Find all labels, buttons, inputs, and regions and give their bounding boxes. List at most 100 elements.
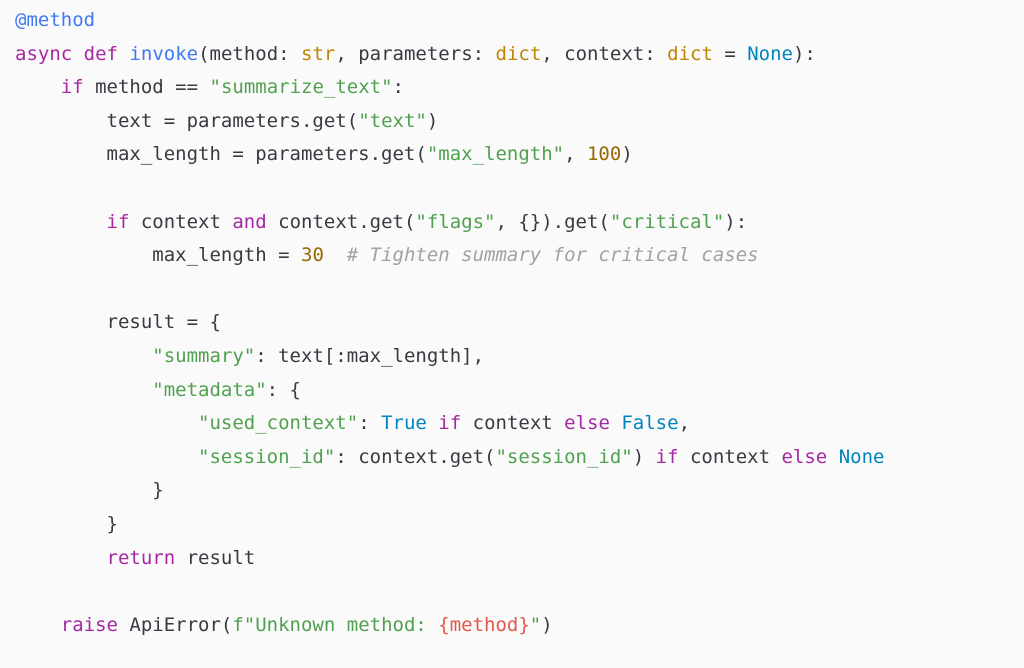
code-line: @method: [0, 4, 1024, 38]
code-text-token: context: [461, 412, 565, 435]
code-text-token: [827, 446, 838, 468]
code-line: text = parameters.get("text"): [0, 105, 1024, 139]
indent: [15, 379, 152, 401]
code-text-token: [610, 412, 621, 434]
code-text-token: ):: [724, 210, 748, 233]
code-text-token: ): [541, 613, 553, 636]
keyword-token: if: [438, 412, 462, 435]
code-line: async def invoke(method: str, parameters…: [0, 38, 1024, 72]
type-token: dict: [495, 42, 542, 65]
keyword-token: def: [83, 42, 118, 65]
string-token: "critical": [609, 210, 725, 233]
code-text-token: text = parameters.get(: [106, 109, 359, 132]
code-line: result = {: [0, 306, 1024, 340]
code-text-token: ApiError(: [117, 613, 233, 636]
string-token: "used_context": [198, 412, 359, 435]
string-token: ": [529, 613, 542, 636]
string-token: "summarize_text": [209, 76, 393, 99]
code-line: }: [0, 508, 1024, 542]
code-line: return result: [0, 542, 1024, 576]
code-text-token: ): [426, 109, 439, 132]
code-text-token: , {}).get(: [495, 210, 610, 233]
keyword-token: else: [564, 412, 610, 435]
keyword-token: and: [232, 210, 267, 233]
code-text-token: [118, 43, 129, 65]
string-token: "text": [358, 109, 427, 132]
number-token: 30: [301, 244, 324, 267]
code-text-token: :: [392, 76, 404, 99]
code-line: }: [0, 474, 1024, 508]
keyword-token: if: [655, 445, 679, 468]
indent: [15, 412, 198, 434]
code-text-token: context: [678, 445, 782, 468]
string-token: "max_length": [426, 143, 565, 166]
string-token: f"Unknown method:: [232, 613, 439, 636]
function-name-token: invoke: [129, 42, 199, 65]
indent: [15, 211, 107, 233]
keyword-token: if: [60, 76, 84, 99]
code-text-token: ): [621, 143, 633, 166]
code-text-token: ):: [792, 42, 816, 65]
code-line: ​: [0, 273, 1024, 307]
code-text-token: ,: [678, 412, 691, 435]
code-text-token: }: [152, 479, 164, 502]
type-token: dict: [667, 42, 713, 65]
code-text-token: result = {: [106, 311, 221, 334]
code-text-token: context: [129, 210, 233, 233]
indent: [15, 446, 198, 468]
constant-token: None: [838, 445, 885, 468]
code-text-token: result: [175, 546, 256, 569]
string-token: "metadata": [152, 378, 267, 401]
code-text-token: [427, 412, 438, 434]
code-text-token: [72, 43, 83, 65]
indent: [15, 244, 152, 266]
string-token: "session_id": [198, 445, 336, 468]
code-text-token: =: [712, 42, 748, 65]
code-text-token: }: [106, 512, 118, 535]
indent: [15, 513, 107, 535]
decorator-token: @method: [15, 9, 96, 31]
string-token: "flags": [415, 210, 496, 233]
string-token: "summary": [152, 344, 256, 367]
string-token: "session_id": [495, 445, 633, 468]
indent: [15, 143, 107, 165]
code-text-token: : context.get(: [335, 445, 496, 468]
constant-token: None: [747, 42, 793, 65]
indent: [15, 110, 107, 132]
code-text-token: (method:: [198, 42, 302, 65]
indent: [15, 311, 107, 333]
code-line: if context and context.get("flags", {}).…: [0, 206, 1024, 240]
indent: [15, 76, 61, 98]
keyword-token: else: [781, 445, 828, 468]
indent: [15, 547, 107, 569]
code-text-token: , parameters:: [335, 42, 496, 65]
constant-token: False: [621, 412, 679, 435]
constant-token: True: [381, 412, 427, 435]
code-text-token: ): [632, 445, 656, 468]
keyword-token: return: [106, 546, 176, 569]
indent: [15, 479, 152, 501]
indent: [15, 614, 61, 636]
code-line: if method == "summarize_text":: [0, 71, 1024, 105]
code-text-token: context.get(: [266, 210, 416, 233]
code-line: "session_id": context.get("session_id") …: [0, 441, 1024, 475]
code-line: raise ApiError(f"Unknown method: {method…: [0, 609, 1024, 643]
code-line: "used_context": True if context else Fal…: [0, 407, 1024, 441]
code-line: "metadata": {: [0, 374, 1024, 408]
keyword-token: raise: [60, 613, 118, 636]
code-line: "summary": text[:max_length],: [0, 340, 1024, 374]
interpolation-token: {method}: [438, 613, 530, 636]
code-line: ​: [0, 575, 1024, 609]
comment-token: # Tighten summary for critical cases: [346, 244, 759, 267]
type-token: str: [301, 42, 336, 65]
code-text-token: :: [358, 412, 382, 435]
code-text-token: : {: [266, 378, 301, 401]
code-text-token: method ==: [83, 76, 210, 99]
code-text-token: ,: [564, 143, 587, 166]
code-text-token: [324, 244, 347, 266]
code-text-token: max_length =: [152, 244, 301, 267]
code-line: ​: [0, 172, 1024, 206]
keyword-token: if: [106, 210, 130, 233]
number-token: 100: [586, 143, 622, 166]
